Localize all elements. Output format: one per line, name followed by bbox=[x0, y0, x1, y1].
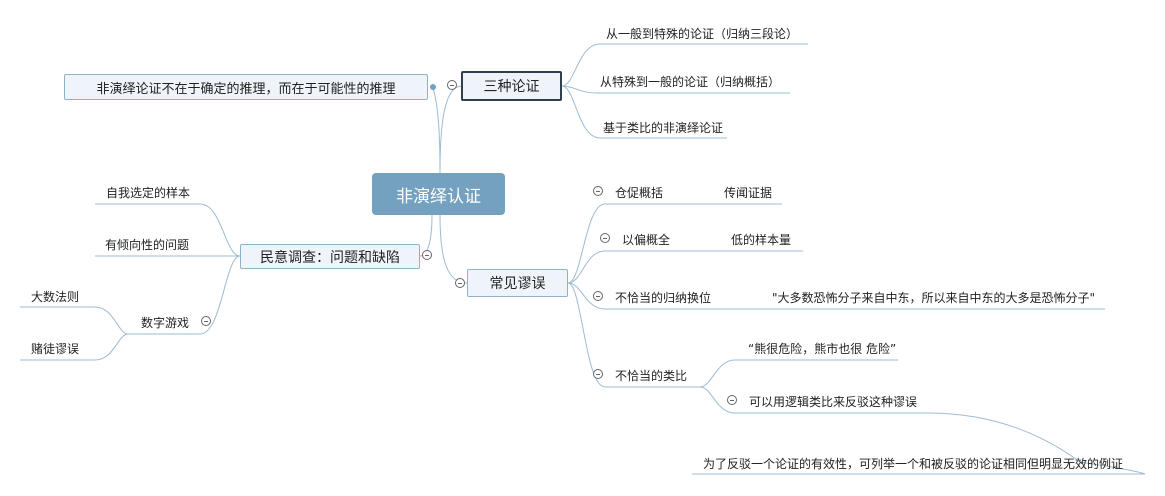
connector-arg-1 bbox=[561, 43, 808, 87]
collapse-hasty-icon[interactable] bbox=[593, 186, 603, 196]
branch-common-fallacies[interactable]: 常见谬误 bbox=[467, 269, 568, 297]
collapse-analogy-icon[interactable] bbox=[593, 369, 603, 379]
poll-law-of-large-numbers[interactable]: 大数法则 bbox=[31, 290, 80, 304]
collapse-three-args-icon[interactable] bbox=[447, 80, 457, 90]
connector-law bbox=[20, 306, 129, 335]
connector-analogy-sub bbox=[699, 386, 928, 414]
connector-rebuttal bbox=[692, 412, 1146, 475]
central-topic[interactable]: 非演绎认证 bbox=[372, 173, 505, 215]
connector-fallacy-1 bbox=[567, 203, 782, 284]
poll-leading-questions[interactable]: 有倾向性的问题 bbox=[105, 238, 190, 252]
note-terrorist-example[interactable]: "大多数恐怖分子来自中东，所以来自中东的大多是恐怖分子" bbox=[772, 291, 1096, 305]
connector-central-fallacies bbox=[439, 214, 468, 284]
fallacy-hasty-generalization[interactable]: 仓促概括 bbox=[615, 186, 664, 200]
arg-general-to-specific[interactable]: 从一般到特殊的论证（归纳三段论） bbox=[606, 27, 799, 41]
fallacy-improper-analogy[interactable]: 不恰当的类比 bbox=[615, 369, 688, 383]
poll-gamblers-fallacy[interactable]: 赌徒谬误 bbox=[31, 342, 80, 356]
connector-arg-3 bbox=[561, 85, 727, 139]
collapse-partial-icon[interactable] bbox=[600, 233, 610, 243]
collapse-rebut-icon[interactable] bbox=[727, 395, 737, 405]
callout-note[interactable]: 非演绎论证不在于确定的推理，而在于可能性的推理 bbox=[64, 74, 428, 100]
connector-poll-numbers bbox=[128, 255, 241, 335]
collapse-numbers-icon[interactable] bbox=[201, 316, 211, 326]
fallacy-improper-conversion[interactable]: 不恰当的归纳换位 bbox=[615, 291, 712, 305]
connector-fallacy-3 bbox=[567, 282, 1105, 310]
connector-central-poll bbox=[419, 214, 433, 257]
collapse-poll-icon[interactable] bbox=[422, 250, 432, 260]
branch-three-args[interactable]: 三种论证 bbox=[461, 71, 562, 101]
connector-gambler bbox=[20, 333, 129, 361]
note-rebuttal-method[interactable]: 为了反驳一个论证的有效性，可列举一个和被反驳的论证相同但明显无效的例证 bbox=[703, 457, 1124, 471]
connector-fallacy-4 bbox=[567, 282, 700, 388]
callout-anchor-dot bbox=[430, 84, 436, 90]
note-hearsay[interactable]: 传闻证据 bbox=[724, 186, 773, 200]
fallacy-partial-generalization[interactable]: 以偏概全 bbox=[622, 233, 671, 247]
note-small-sample[interactable]: 低的样本量 bbox=[731, 233, 792, 247]
collapse-fallacies-icon[interactable] bbox=[455, 278, 465, 288]
note-bear-example[interactable]: “熊很危险，熊市也很 危险” bbox=[748, 342, 897, 356]
note-logical-analogy[interactable]: 可以用逻辑类比来反驳这种谬误 bbox=[749, 395, 918, 409]
connector-analogy-quote bbox=[699, 359, 898, 388]
connector-poll-1 bbox=[95, 203, 241, 257]
arg-analogy[interactable]: 基于类比的非演绎论证 bbox=[603, 121, 724, 135]
connector-fallacy-2 bbox=[567, 250, 803, 284]
poll-self-selected-sample[interactable]: 自我选定的样本 bbox=[106, 186, 191, 200]
branch-poll[interactable]: 民意调查：问题和缺陷 bbox=[240, 244, 420, 269]
collapse-conversion-icon[interactable] bbox=[593, 291, 603, 301]
poll-number-games[interactable]: 数字游戏 bbox=[141, 316, 190, 330]
connector-callout bbox=[432, 87, 441, 174]
arg-specific-to-general[interactable]: 从特殊到一般的论证（归纳概括） bbox=[600, 75, 781, 89]
connector-central-three-args bbox=[439, 85, 463, 174]
connector-arg-2 bbox=[561, 85, 790, 94]
